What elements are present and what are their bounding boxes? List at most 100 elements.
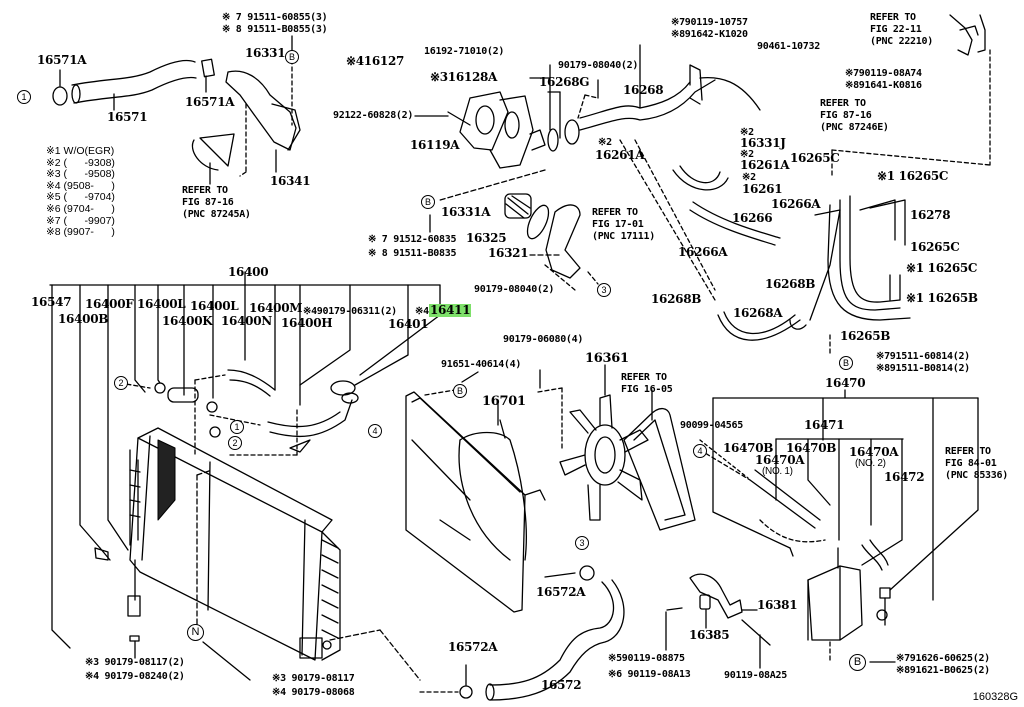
part-label-90119-08a74[interactable]: ※790119-08A74 bbox=[845, 68, 922, 79]
reference-note-17111[interactable]: REFER TO FIG 17-01 (PNC 17111) bbox=[592, 207, 655, 243]
reference-note-85336[interactable]: REFER TO FIG 84-01 (PNC 85336) bbox=[945, 446, 1008, 482]
part-label-91651-40614[interactable]: 91651-40614(4) bbox=[441, 359, 522, 370]
part-label-16401[interactable]: 16401 bbox=[388, 317, 429, 331]
part-label-16470A[interactable]: 16470A bbox=[849, 445, 899, 459]
reference-note-87246e[interactable]: REFER TO FIG 87-16 (PNC 87246E) bbox=[820, 98, 889, 134]
part-label-16400F[interactable]: 16400F bbox=[85, 297, 134, 311]
part-label-16268B[interactable]: 16268B bbox=[765, 277, 816, 291]
part-label-16325[interactable]: 16325 bbox=[466, 231, 507, 245]
part-label-16471[interactable]: 16471 bbox=[804, 418, 845, 432]
part-label-16572A[interactable]: 16572A bbox=[536, 585, 586, 599]
part-label-16331J[interactable]: 16331J bbox=[740, 136, 786, 150]
part-label-16331A[interactable]: 16331A bbox=[441, 205, 491, 219]
part-label-16400L[interactable]: 16400L bbox=[190, 299, 239, 313]
part-label-91511-60855[interactable]: ※ 7 91511-60855(3) bbox=[222, 12, 328, 23]
part-label-16265C[interactable]: ※1 16265C bbox=[877, 169, 949, 183]
part-label-91511-b0855[interactable]: ※ 8 91511-B0855(3) bbox=[222, 24, 328, 35]
part-label-16119A[interactable]: 16119A bbox=[410, 138, 460, 152]
part-label-16331[interactable]: 16331 bbox=[245, 46, 286, 60]
part-label-16572A[interactable]: 16572A bbox=[448, 640, 498, 654]
part-label-16470B[interactable]: 16470B bbox=[723, 441, 774, 455]
part-label-90119-10757[interactable]: ※790119-10757 bbox=[671, 17, 748, 28]
part-label-16261A[interactable]: 16261A bbox=[740, 158, 790, 172]
part-label-16361[interactable]: 16361 bbox=[585, 351, 629, 366]
part-label-16266[interactable]: 16266 bbox=[732, 211, 773, 225]
part-label-90179-08240-2[interactable]: ※4 90179-08240(2) bbox=[85, 671, 185, 682]
part-label-91511-b0835[interactable]: ※ 8 91511-B0835 bbox=[368, 248, 457, 259]
part-label-16261A[interactable]: 16261A bbox=[595, 148, 645, 162]
part-label-90099-04565[interactable]: 90099-04565 bbox=[680, 420, 743, 431]
part-label-16470A[interactable]: 16470A bbox=[755, 453, 805, 467]
part-label-16266A[interactable]: 16266A bbox=[678, 245, 728, 259]
part-label-90461-10732[interactable]: 90461-10732 bbox=[757, 41, 820, 52]
water-outlet-16331-drawing bbox=[201, 35, 301, 177]
part-label-16400B[interactable]: 16400B bbox=[58, 312, 109, 326]
part-label-90119-08a13[interactable]: ※6 90119-08A13 bbox=[608, 669, 691, 680]
part-label-16278[interactable]: 16278 bbox=[910, 208, 951, 222]
part-label-16400M[interactable]: 16400M bbox=[249, 301, 303, 315]
part-label-16701[interactable]: 16701 bbox=[482, 394, 526, 409]
part-label-16411-highlighted[interactable]: 16411 bbox=[429, 303, 472, 317]
part-label-16265B[interactable]: 16265B bbox=[840, 329, 891, 343]
part-label-16547[interactable]: 16547 bbox=[31, 295, 72, 309]
part-label-16268G[interactable]: 16268G bbox=[539, 75, 590, 89]
reference-note-16-05[interactable]: REFER TO FIG 16-05 bbox=[621, 372, 673, 396]
part-label-16472[interactable]: 16472 bbox=[884, 470, 925, 484]
part-label-16268B[interactable]: 16268B bbox=[651, 292, 702, 306]
part-label-91511-60814[interactable]: ※791511-60814(2) bbox=[876, 351, 970, 362]
part-label-16400L[interactable]: 16400L bbox=[137, 297, 186, 311]
part-label-16265C[interactable]: ※1 16265C bbox=[906, 261, 978, 275]
reference-note-87245a[interactable]: REFER TO FIG 87-16 (PNC 87245A) bbox=[182, 185, 251, 221]
callout-b: B bbox=[453, 384, 467, 398]
part-label-90119-08a25[interactable]: 90119-08A25 bbox=[724, 670, 787, 681]
part-label-90179-08040[interactable]: 90179-08040(2) bbox=[558, 60, 639, 71]
part-label-16400N[interactable]: 16400N bbox=[221, 314, 272, 328]
part-label-90179-06311[interactable]: ※490179-06311(2) bbox=[303, 306, 397, 317]
part-label-90119-08875[interactable]: ※590119-08875 bbox=[608, 653, 685, 664]
part-label-90179-08117-2[interactable]: ※3 90179-08117(2) bbox=[85, 657, 185, 668]
part-label-16268A[interactable]: 16268A bbox=[733, 306, 783, 320]
part-label-90179-08068[interactable]: ※4 90179-08068 bbox=[272, 687, 355, 698]
legend-row: ※8 (9907- ) bbox=[46, 226, 115, 239]
part-label-91512-60835[interactable]: ※ 7 91512-60835 bbox=[368, 234, 457, 245]
part-label-90179-08117[interactable]: ※3 90179-08117 bbox=[272, 673, 355, 684]
part-label-91621-b0625[interactable]: ※891621-B0625(2) bbox=[896, 665, 990, 676]
part-label-91626-60625[interactable]: ※791626-60625(2) bbox=[896, 653, 990, 664]
part-label-16266A[interactable]: 16266A bbox=[771, 197, 821, 211]
reference-note-22210[interactable]: REFER TO FIG 22-11 (PNC 22210) bbox=[870, 12, 933, 48]
part-label-92122-60828[interactable]: 92122-60828(2) bbox=[333, 110, 414, 121]
part-label-91511-b0814[interactable]: ※891511-B0814(2) bbox=[876, 363, 970, 374]
part-label-90179-06080[interactable]: 90179-06080(4) bbox=[503, 334, 584, 345]
part-label-16381[interactable]: 16381 bbox=[757, 598, 798, 612]
part-label-91642-k1020[interactable]: ※891642-K1020 bbox=[671, 29, 748, 40]
reference-line: REFER TO bbox=[820, 98, 866, 109]
part-label-16265C[interactable]: 16265C bbox=[790, 151, 840, 165]
reference-line: FIG 84-01 bbox=[945, 458, 997, 469]
part-label-16341[interactable]: 16341 bbox=[270, 174, 311, 188]
part-label-16128A[interactable]: ※316128A bbox=[430, 70, 498, 84]
part-label-16572[interactable]: 16572 bbox=[541, 678, 582, 692]
part-label-16321[interactable]: 16321 bbox=[488, 246, 529, 260]
part-label-16192-71010[interactable]: 16192-71010(2) bbox=[424, 46, 505, 57]
part-label-91641-k0816[interactable]: ※891641-K0816 bbox=[845, 80, 922, 91]
part-label-16385[interactable]: 16385 bbox=[689, 628, 730, 642]
part-label-16571A[interactable]: 16571A bbox=[185, 95, 235, 109]
part-label-16571[interactable]: 16571 bbox=[107, 110, 148, 124]
part-label-16400K[interactable]: 16400K bbox=[162, 314, 213, 328]
part-label-16127[interactable]: ※416127 bbox=[346, 54, 405, 68]
part-label-16400[interactable]: 16400 bbox=[228, 265, 269, 279]
part-label-16470B[interactable]: 16470B bbox=[786, 441, 837, 455]
part-sublabel-no2: (NO. 2) bbox=[855, 458, 886, 469]
part-label-16400H[interactable]: 16400H bbox=[281, 316, 333, 330]
radiator-drawing bbox=[129, 427, 421, 681]
part-label-16571A[interactable]: 16571A bbox=[37, 53, 87, 67]
part-label-16268[interactable]: 16268 bbox=[623, 83, 664, 97]
part-label-16265B[interactable]: ※1 16265B bbox=[906, 291, 978, 305]
variant-legend: ※1 W/O(EGR) ※2 ( -9308) ※3 ( -9508) ※4 (… bbox=[46, 145, 115, 239]
part-label-16470[interactable]: 16470 bbox=[825, 376, 866, 390]
part-label-16261[interactable]: 16261 bbox=[742, 182, 783, 196]
part-label-90179-08040[interactable]: 90179-08040(2) bbox=[474, 284, 555, 295]
legend-row: ※5 ( -9704) bbox=[46, 191, 115, 204]
part-label-16265C[interactable]: 16265C bbox=[910, 240, 960, 254]
callout-b: B bbox=[849, 654, 866, 671]
